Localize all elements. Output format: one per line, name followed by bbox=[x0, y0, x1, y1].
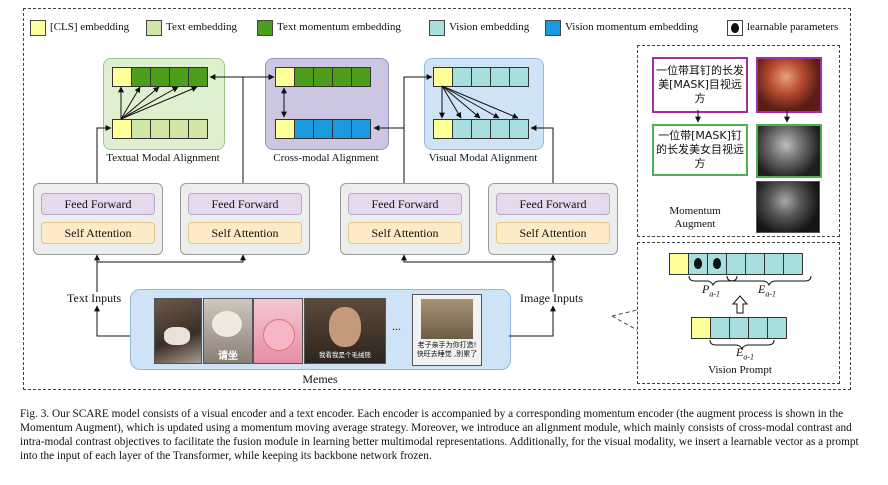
meme-caption-1: 请坐 bbox=[218, 351, 238, 362]
momentum-augment-label-2: Augment bbox=[674, 218, 716, 230]
textual-alignment-label: Textual Modal Alignment bbox=[106, 152, 220, 164]
meme-image-3 bbox=[253, 298, 303, 364]
legend-swatch-cls bbox=[30, 20, 46, 36]
learnable-parameter-icon bbox=[694, 258, 702, 269]
feed-forward-box: Feed Forward bbox=[348, 193, 462, 215]
legend-swatch-text bbox=[146, 20, 162, 36]
image-inputs-label: Image Inputs bbox=[520, 291, 583, 305]
self-attention-box: Self Attention bbox=[496, 222, 610, 244]
augment-text-box-1: 一位带耳钉的长发美[MASK]目视远方 bbox=[652, 57, 748, 113]
legend: [CLS] embedding Text embedding Text mome… bbox=[30, 20, 845, 38]
feed-forward-box: Feed Forward bbox=[41, 193, 155, 215]
vision-momentum-encoder-block: Feed Forward Self Attention bbox=[488, 183, 618, 255]
self-attention-box: Self Attention bbox=[41, 222, 155, 244]
legend-swatch-vision bbox=[429, 20, 445, 36]
meme-image-1 bbox=[154, 298, 202, 364]
meme-caption-4: 老子亲手为你打造! 快旺去睡觉 ,别累了 bbox=[416, 341, 478, 358]
feed-forward-box: Feed Forward bbox=[188, 193, 302, 215]
text-momentum-encoder-block: Feed Forward Self Attention bbox=[180, 183, 310, 255]
vision-prompt-panel bbox=[637, 242, 840, 384]
figure-frame bbox=[23, 8, 851, 390]
self-attention-box: Self Attention bbox=[188, 222, 302, 244]
memes-ellipsis: ... bbox=[392, 319, 401, 333]
memes-label: Memes bbox=[302, 372, 338, 386]
learnable-parameter-icon bbox=[727, 20, 743, 36]
legend-label-learnable: learnable parameters bbox=[747, 21, 839, 33]
augment-text-1: 一位带耳钉的长发美[MASK]目视远方 bbox=[656, 64, 744, 105]
legend-label-vision-momentum: Vision momentum embedding bbox=[565, 21, 699, 33]
cross-alignment-label: Cross-modal Alignment bbox=[273, 152, 379, 164]
augment-text-2: 一位带[MASK]钉的长发美女目视远方 bbox=[656, 129, 744, 170]
momentum-augment-panel bbox=[637, 45, 840, 237]
meme-image-5: 老子亲手为你打造! 快旺去睡觉 ,别累了 bbox=[412, 294, 482, 366]
text-inputs-label: Text Inputs bbox=[67, 291, 122, 305]
meme-image-2: 请坐 bbox=[203, 298, 253, 364]
prompt-p-label: Pa-1 bbox=[702, 282, 721, 299]
meme-caption-3: 我看我是个毛绒熊 bbox=[319, 351, 371, 359]
augment-image-original bbox=[756, 57, 822, 113]
figure-caption: Fig. 3. Our SCARE model consists of a vi… bbox=[20, 408, 859, 462]
feed-forward-box: Feed Forward bbox=[496, 193, 610, 215]
self-attention-box: Self Attention bbox=[348, 222, 462, 244]
augment-image-gray-1 bbox=[756, 124, 822, 178]
legend-label-text: Text embedding bbox=[166, 21, 238, 33]
meme-image-4: 我看我是个毛绒熊 bbox=[304, 298, 386, 364]
learnable-parameter-icon bbox=[713, 258, 721, 269]
legend-label-text-momentum: Text momentum embedding bbox=[277, 21, 401, 33]
visual-alignment-label: Visual Modal Alignment bbox=[428, 152, 538, 164]
vision-prompt-title: Vision Prompt bbox=[708, 364, 772, 376]
legend-swatch-vision-momentum bbox=[545, 20, 561, 36]
text-encoder-block: Feed Forward Self Attention bbox=[33, 183, 163, 255]
legend-label-vision: Vision embedding bbox=[449, 21, 530, 33]
augment-image-gray-2 bbox=[756, 181, 820, 233]
prompt-e-label: Ea-1 bbox=[758, 282, 777, 299]
legend-swatch-text-momentum bbox=[257, 20, 273, 36]
augment-text-box-2: 一位带[MASK]钉的长发美女目视远方 bbox=[652, 124, 748, 176]
legend-label-cls: [CLS] embedding bbox=[50, 21, 130, 33]
prompt-e2-label: Ea-1 bbox=[736, 345, 755, 362]
vision-encoder-block: Feed Forward Self Attention bbox=[340, 183, 470, 255]
momentum-augment-label-1: Momentum bbox=[669, 205, 721, 217]
